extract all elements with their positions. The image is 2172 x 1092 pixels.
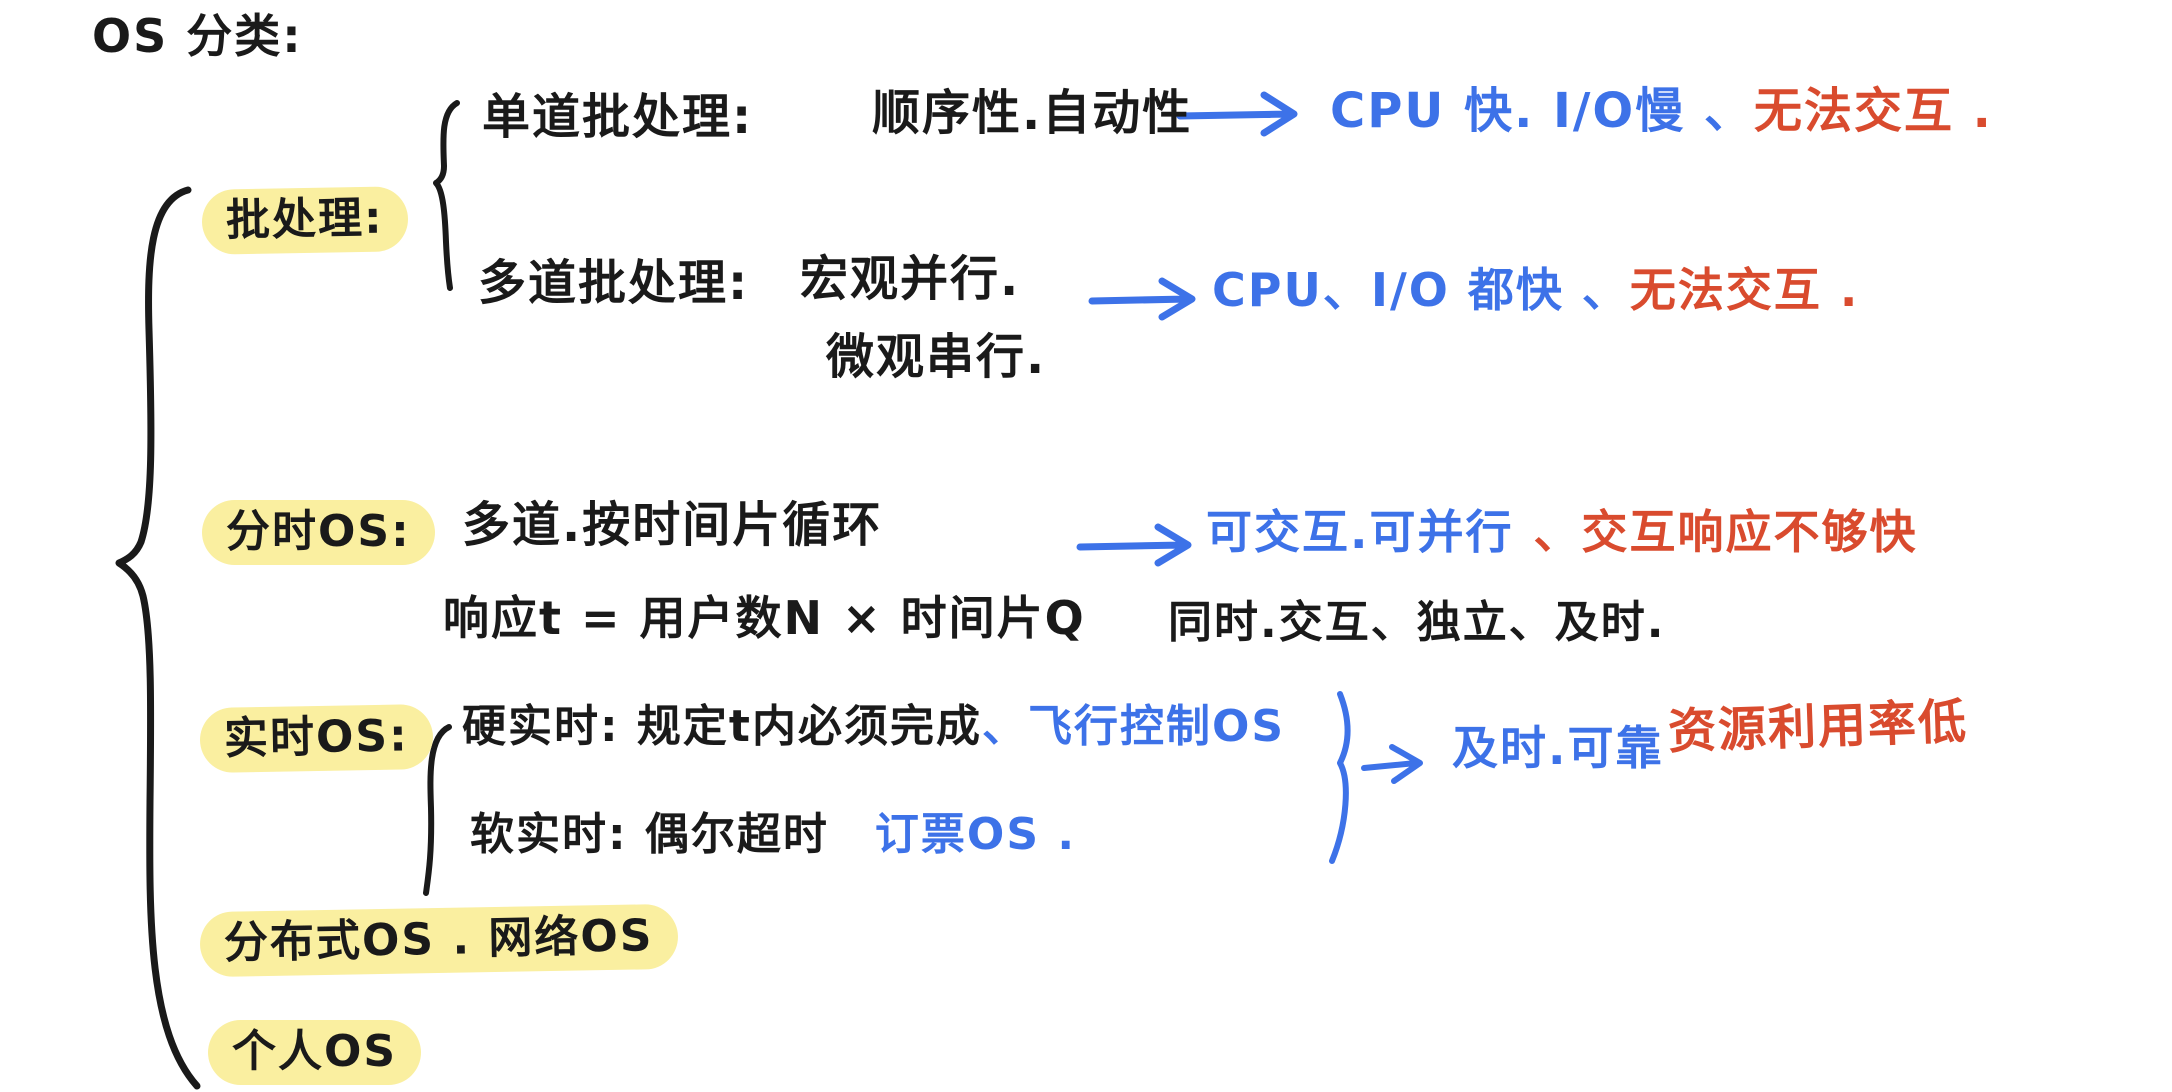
timesharing-result-blue: 可交互.可并行 xyxy=(1206,505,1514,559)
batch-brace xyxy=(433,100,460,291)
multi-batch-trait1: 宏观并行. xyxy=(800,251,1021,307)
timesharing-result: 可交互.可并行、交互响应不够快 xyxy=(1206,506,1917,559)
multi-batch-trait2: 微观串行. xyxy=(826,329,1047,385)
multi-batch-result: CPU、I/O 都快 、无法交互 . xyxy=(1212,264,1859,317)
single-batch-result: CPU 快. I/O慢 、无法交互 . xyxy=(1330,83,1993,139)
realtime-hard-example: 、飞行控制OS xyxy=(981,701,1286,752)
single-batch-result-red: 无法交互 . xyxy=(1753,83,1993,139)
personal-label: 个人OS xyxy=(208,1020,422,1085)
arrow-single-batch xyxy=(1176,91,1298,137)
batch-label: 批处理: xyxy=(201,186,409,255)
timesharing-formula: 响应t = 用户数N × 时间片Q xyxy=(443,591,1086,645)
timesharing-result-red: 、交互响应不够快 xyxy=(1533,505,1918,559)
single-batch-label: 单道批处理: xyxy=(482,89,754,145)
realtime-label: 实时OS: xyxy=(199,703,434,773)
arrow-multi-batch xyxy=(1088,277,1196,321)
realtime-result-blue: 及时.可靠 xyxy=(1452,721,1664,775)
realtime-soft: 软实时: 偶尔超时订票OS . xyxy=(470,809,1077,861)
page-title: OS 分类: xyxy=(92,9,303,63)
timesharing-desc: 多道.按时间片循环 xyxy=(462,497,883,553)
timesharing-features: 同时.交互、独立、及时. xyxy=(1168,597,1666,648)
realtime-hard: 硬实时: 规定t内必须完成、飞行控制OS xyxy=(462,701,1286,753)
multi-batch-result-red: 无法交互 . xyxy=(1629,263,1860,317)
realtime-close-brace xyxy=(1329,691,1351,864)
multi-batch-label: 多道批处理: xyxy=(478,255,750,311)
main-brace xyxy=(115,186,201,1090)
distributed-label: 分布式OS . 网络OS xyxy=(199,903,679,977)
realtime-soft-label: 软实时: 偶尔超时 xyxy=(470,809,829,860)
arrow-realtime xyxy=(1361,744,1423,784)
realtime-soft-example: 订票OS . xyxy=(874,809,1077,860)
single-batch-result-blue: CPU 快. I/O慢 、 xyxy=(1330,83,1754,139)
realtime-hard-label: 硬实时: 规定t内必须完成 xyxy=(462,701,982,752)
timesharing-label: 分时OS: xyxy=(202,500,435,565)
realtime-result-red: 资源利用率低 xyxy=(1667,693,1969,761)
realtime-brace xyxy=(423,724,452,896)
arrow-timesharing xyxy=(1076,523,1192,567)
single-batch-traits: 顺序性.自动性 xyxy=(872,85,1193,141)
multi-batch-result-blue: CPU、I/O 都快 、 xyxy=(1212,263,1630,317)
